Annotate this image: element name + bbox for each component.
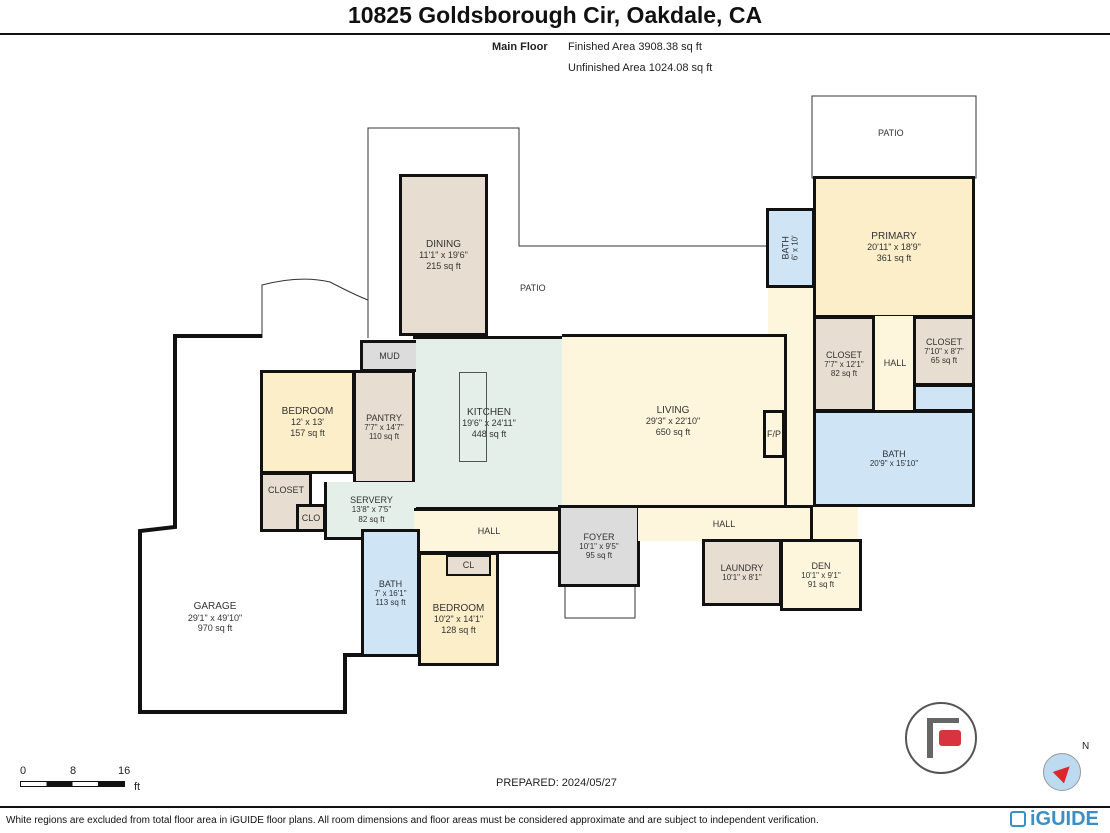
disclaimer: White regions are excluded from total fl… <box>6 815 819 826</box>
footer-divider <box>0 806 1110 808</box>
iguide-brand: iGUIDE <box>1030 808 1099 830</box>
garage-walls <box>138 334 362 714</box>
porch-outline <box>564 584 636 619</box>
scale-tick-8: 8 <box>70 765 77 777</box>
patio-mid-label: PATIO <box>520 283 546 293</box>
floor-name: Main Floor <box>492 41 548 53</box>
fireplace: F/P <box>763 410 785 458</box>
page-title: 10825 Goldsborough Cir, Oakdale, CA <box>347 2 763 28</box>
room-hall-primary: HALL <box>875 316 915 410</box>
compass-icon <box>1043 753 1081 791</box>
room-cl: CL <box>446 555 491 576</box>
patio-left-outline <box>261 278 369 338</box>
finished-area: Finished Area 3908.38 sq ft <box>568 41 702 53</box>
room-hall-1: HALL <box>414 508 564 554</box>
room-mud: MUD <box>360 340 416 372</box>
kitchen-island <box>459 372 487 462</box>
room-wc <box>913 384 975 412</box>
prepared-date: PREPARED: 2024/05/27 <box>496 777 617 789</box>
toddsfotos-logo <box>905 702 977 774</box>
patio-label: PATIO <box>878 128 904 138</box>
compass-north: N <box>1082 741 1090 752</box>
unfinished-area: Unfinished Area 1024.08 sq ft <box>568 62 713 74</box>
scale-unit: ft <box>134 781 141 793</box>
room-clo: CLO <box>296 504 326 532</box>
iguide-logo-icon <box>1010 811 1026 827</box>
scale-tick-0: 0 <box>20 765 27 777</box>
patio-mid-outline <box>367 127 768 338</box>
room-closet-left: CLOSET <box>260 472 312 532</box>
room-hall-2: HALL <box>638 505 813 541</box>
scale-bar <box>20 781 125 787</box>
divider <box>0 33 1110 35</box>
scale-tick-16: 16 <box>118 765 131 777</box>
